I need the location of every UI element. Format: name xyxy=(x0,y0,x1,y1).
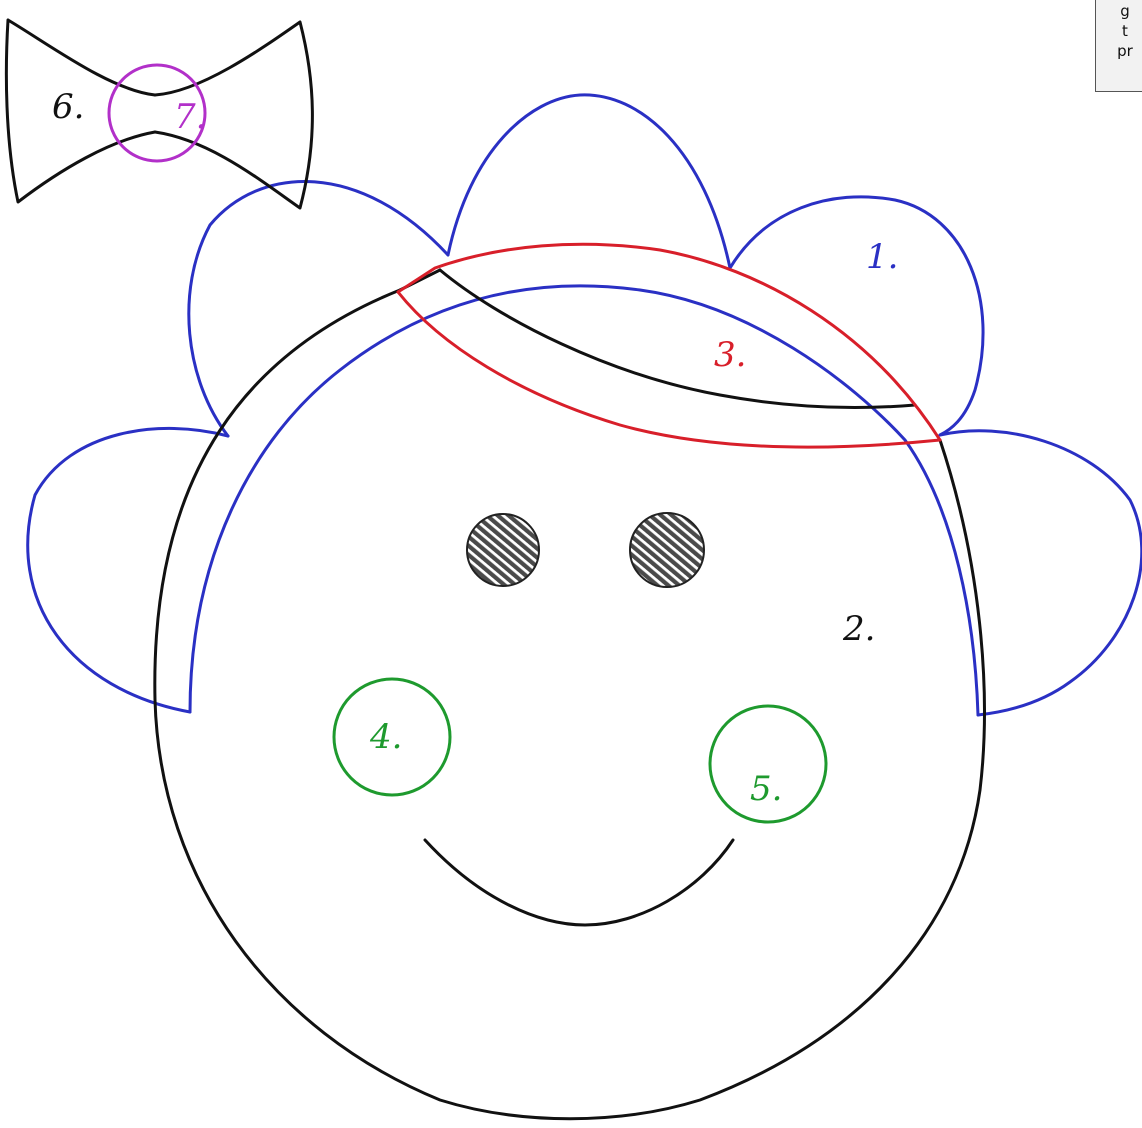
label-face: 2. xyxy=(842,609,875,649)
right-eye xyxy=(630,513,704,587)
headband-piece xyxy=(398,244,940,447)
label-bow: 6. xyxy=(52,87,84,127)
hair-lobe-left-upper xyxy=(189,181,448,436)
headband-outer xyxy=(398,244,940,440)
label-left-cheek: 4. xyxy=(369,717,402,757)
headband-inner xyxy=(398,292,940,447)
label-hair: 1. xyxy=(866,237,898,277)
eyes xyxy=(467,513,704,587)
label-headband: 3. xyxy=(714,335,746,375)
hair-lobe-right-outer xyxy=(940,431,1142,715)
smile xyxy=(425,840,733,925)
left-eye xyxy=(467,514,539,586)
label-bow-knot: 7. xyxy=(174,97,206,137)
labels: 1. 2. 3. 4. 5. 6. 7. xyxy=(52,87,898,809)
hair-lobe-right-upper xyxy=(730,197,983,435)
label-right-cheek: 5. xyxy=(750,769,782,809)
hair-piece xyxy=(28,95,1142,715)
face-circle xyxy=(155,290,985,1119)
hair-lobe-top xyxy=(448,95,730,268)
hair-inner-edge xyxy=(190,286,978,715)
